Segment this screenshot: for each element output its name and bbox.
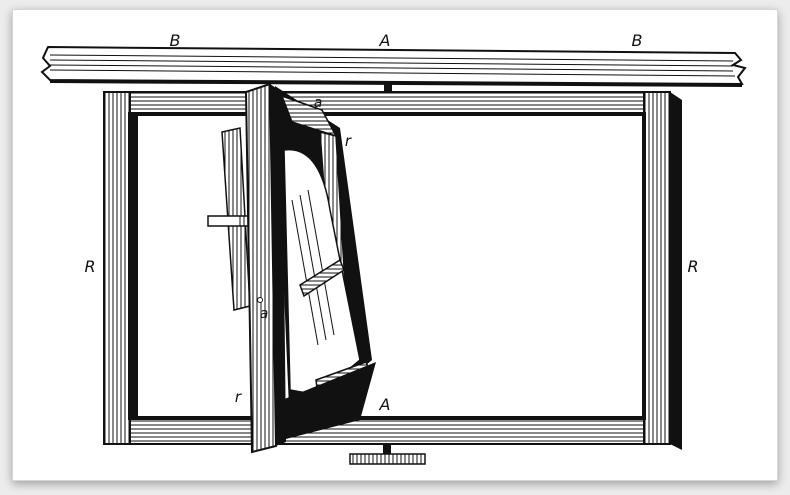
rotated-leaf [275,86,376,440]
label-leaf-bottom-left: r [235,388,242,406]
label-beam-right: B [632,31,643,50]
label-beam-center: A [379,31,391,50]
top-beam [40,45,747,87]
label-pivot-mid: a [260,306,269,322]
label-leaf-top-right: r [345,132,352,150]
label-leaf-top: a [314,95,323,111]
label-frame-right: R [687,257,698,276]
pivot-stile [244,82,286,454]
top-pivot-post [384,82,392,94]
label-frame-left: R [84,257,95,276]
label-beam-left: B [170,31,181,50]
label-bottom-center: A [379,395,391,414]
outer-frame [103,91,682,450]
bottom-pivot-wheel [349,444,426,465]
